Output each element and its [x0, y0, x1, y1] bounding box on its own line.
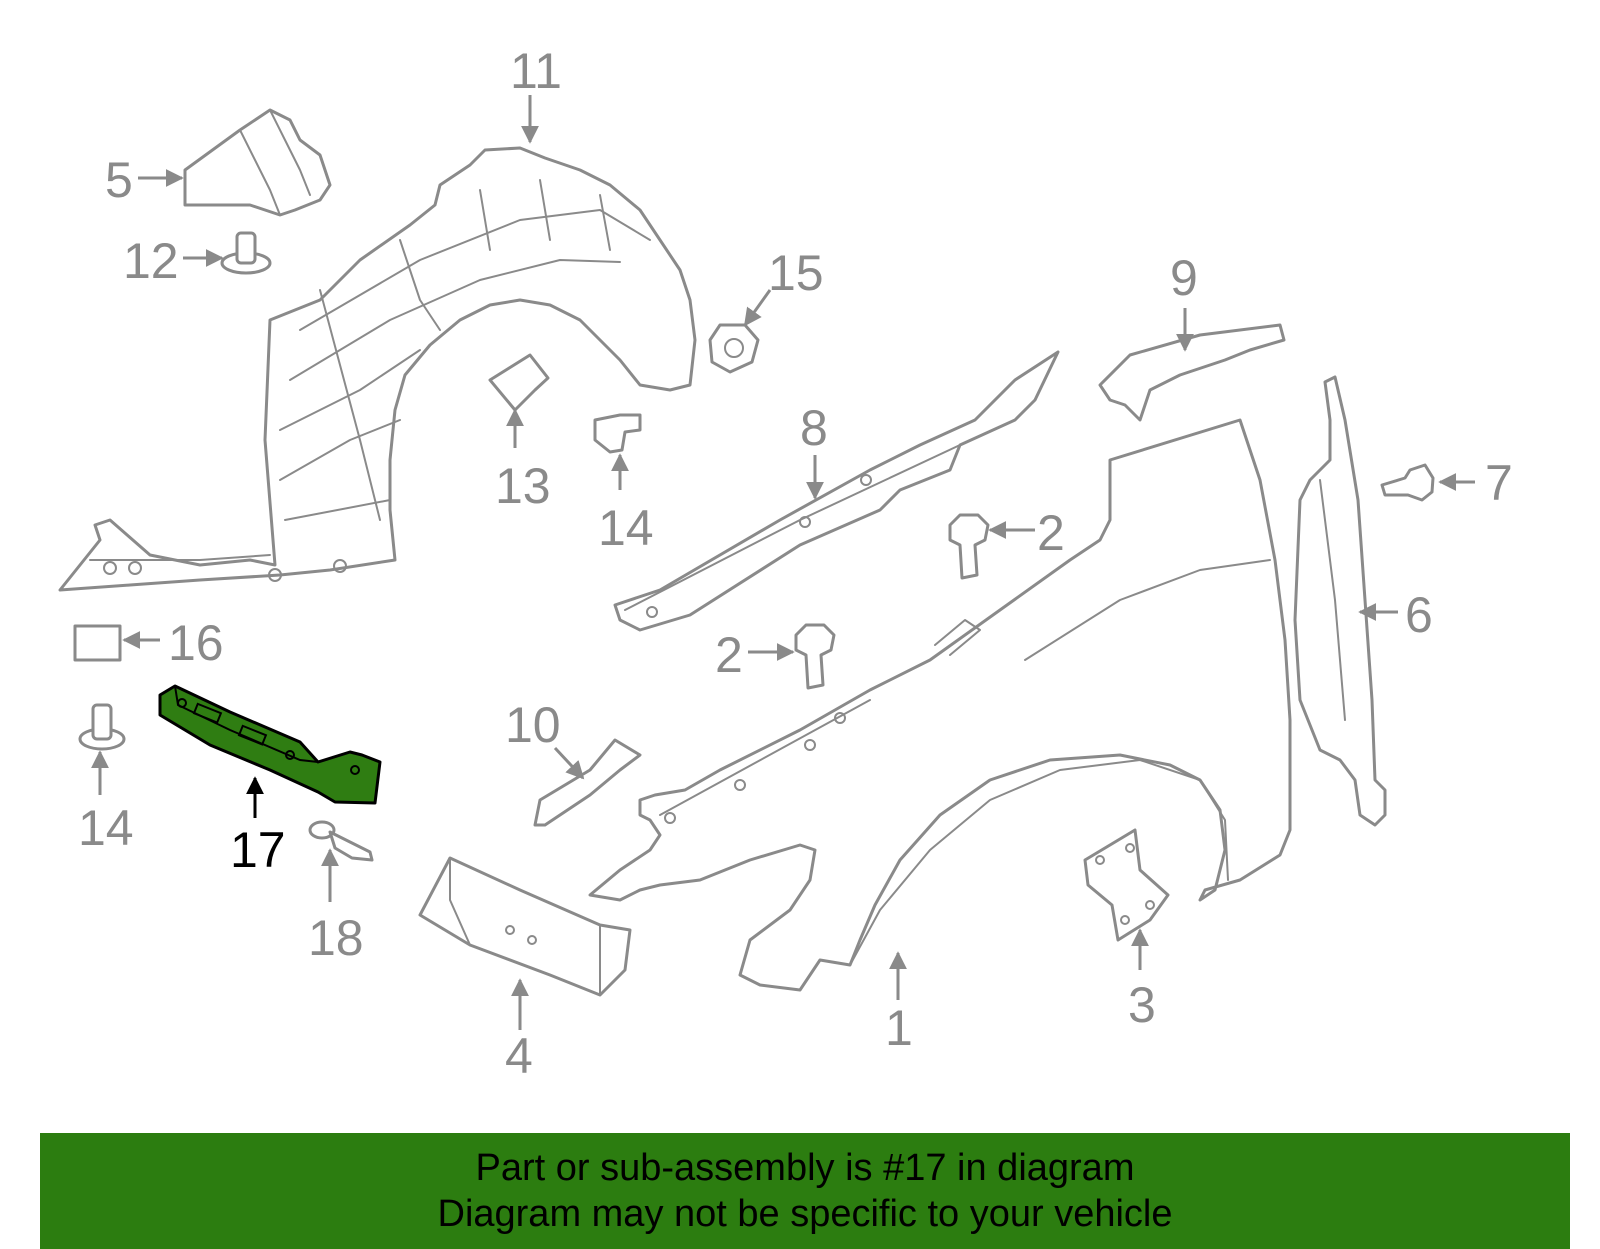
leader-lines — [91, 95, 1475, 1030]
callout-16: 16 — [168, 615, 224, 671]
callout-11: 11 — [510, 43, 562, 99]
callout-12: 12 — [123, 233, 179, 289]
callout-5: 5 — [105, 152, 133, 208]
part-6-seal — [1293, 375, 1387, 827]
part-8-reinforcement — [613, 350, 1060, 632]
callout-1: 1 — [885, 1000, 913, 1056]
callout-4: 4 — [505, 1028, 533, 1084]
callout-14-lower: 14 — [78, 800, 134, 856]
part-4-bracket — [418, 856, 632, 997]
part-12-clip — [220, 231, 272, 275]
banner-line-1: Part or sub-assembly is #17 in diagram — [475, 1147, 1135, 1189]
callout-9: 9 — [1170, 250, 1198, 306]
part-18-rivet — [308, 820, 374, 862]
part-15-nut — [708, 323, 760, 374]
part-3-bracket — [1083, 828, 1170, 942]
part-1-fender — [588, 418, 1292, 992]
banner-line-2: Diagram may not be specific to your vehi… — [437, 1193, 1173, 1235]
part-5-bracket — [183, 108, 332, 217]
part-16-pad — [73, 624, 122, 662]
callout-2-lower: 2 — [715, 627, 743, 683]
part-9-bracket — [1098, 323, 1286, 422]
callout-7: 7 — [1485, 455, 1513, 511]
part-14-clip-lower — [78, 703, 126, 751]
part-2-bolt-upper — [948, 513, 990, 580]
callout-labels: 11 5 12 15 9 13 14 8 2 7 6 16 2 10 14 17… — [78, 43, 1513, 1084]
callout-2-upper: 2 — [1037, 505, 1065, 561]
callout-3: 3 — [1128, 977, 1156, 1033]
callout-6: 6 — [1405, 587, 1433, 643]
part-13-pad — [488, 353, 550, 412]
callout-10: 10 — [505, 697, 561, 753]
part-11-fender-liner — [58, 146, 697, 592]
callout-14-upper: 14 — [598, 500, 654, 556]
part-17-bracket-highlighted — [158, 684, 382, 805]
callout-18: 18 — [308, 910, 364, 966]
callout-15: 15 — [768, 245, 824, 301]
part-2-bolt-lower — [794, 623, 836, 690]
notice-banner: Part or sub-assembly is #17 in diagram D… — [40, 1133, 1570, 1249]
part-10-strip — [533, 738, 642, 827]
callout-13: 13 — [495, 458, 551, 514]
part-7-bolt — [1380, 463, 1435, 502]
part-14-clip-upper — [593, 413, 642, 454]
callout-8: 8 — [800, 400, 828, 456]
callout-17: 17 — [230, 822, 286, 878]
